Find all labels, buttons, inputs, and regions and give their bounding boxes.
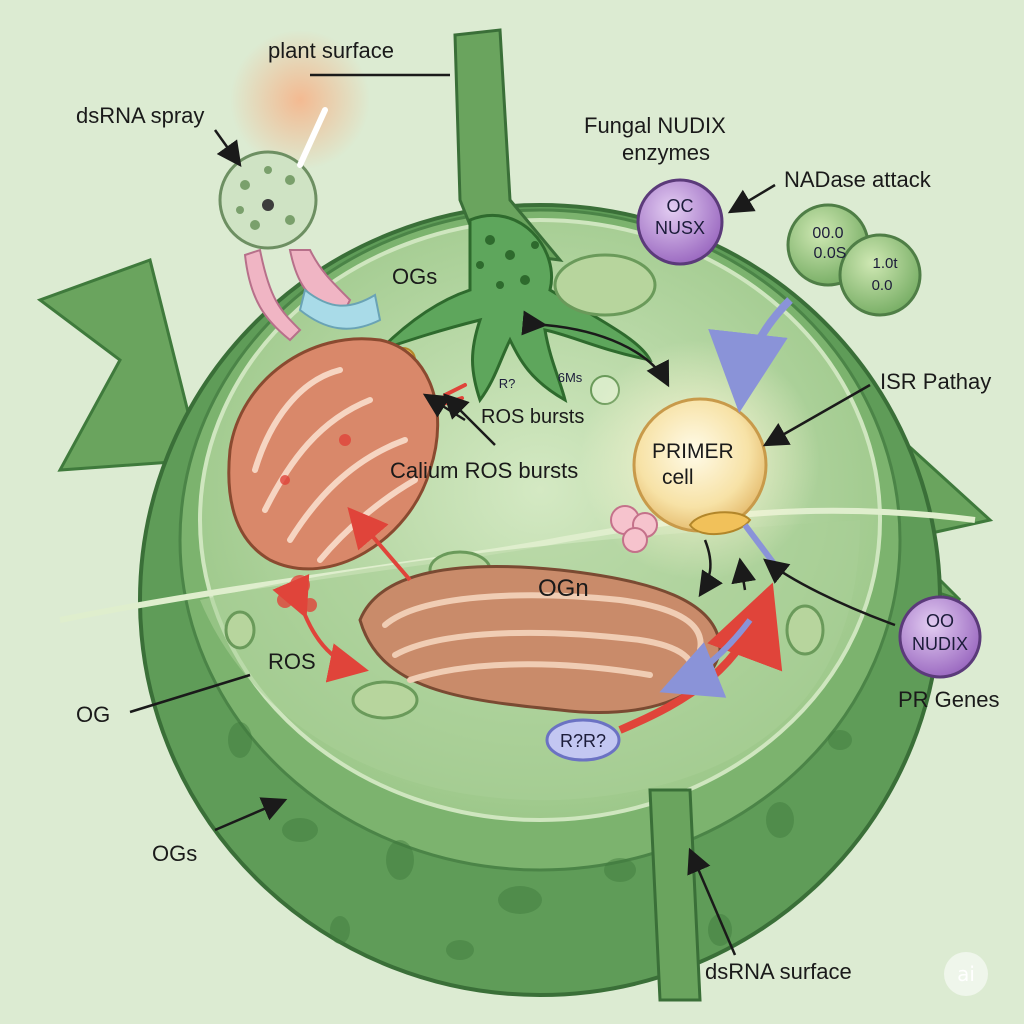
dsrna-spray-particle	[218, 107, 382, 342]
label-ogs-bottom: OGs	[152, 841, 198, 866]
watermark-badge: ai	[944, 952, 988, 996]
label-ogn: OGn	[538, 575, 589, 602]
pink-cluster	[610, 505, 658, 553]
nudix-line1: OO	[926, 611, 954, 631]
label-fungal-nudix-1: Fungal NUDIX	[584, 113, 726, 138]
primer-cell	[632, 397, 768, 533]
label-nadase-attack: NADase attack	[784, 167, 931, 192]
nusx-enzyme-shape	[636, 178, 724, 266]
section-membrane	[59, 507, 976, 623]
ogs-scribble-1: 6Ms	[558, 370, 583, 385]
vacuole-4	[785, 604, 825, 656]
vacuole-1	[553, 253, 657, 317]
ros-arrow-loop	[272, 574, 369, 683]
primer-base	[688, 511, 752, 536]
bottom-wall-ridge	[648, 788, 702, 1002]
pointer-arrows	[129, 73, 896, 956]
outer-texture	[228, 722, 852, 960]
top-wall-ridge	[453, 28, 564, 262]
label-dsrna-spray: dsRNA spray	[76, 103, 205, 128]
pathway-arrow-2	[659, 618, 753, 698]
label-isr-pathway: ISR Pathay	[880, 369, 992, 394]
receptor-primer-link	[521, 310, 670, 388]
label-ros-bursts: ROS bursts	[481, 406, 585, 428]
label-plant-surface: plant surface	[268, 38, 394, 63]
dsrna-surface-pointer	[687, 847, 737, 956]
label-ogs-top: OGs	[392, 264, 438, 289]
dsrna-spray-pointer	[213, 129, 242, 168]
nusx-line2: NUSX	[655, 218, 705, 238]
ros-bursts-pointer	[443, 393, 496, 446]
vacuole-5	[224, 610, 256, 650]
spore-line2: 0.0S	[814, 245, 847, 262]
spore-line4: 0.0	[872, 277, 893, 294]
nadase-pointer	[727, 183, 776, 214]
label-pr-genes: PR Genes	[898, 687, 1000, 712]
spore-line3: 1.0t	[872, 255, 898, 272]
pathway-arrow-1	[708, 297, 793, 413]
nudix-line2: NUDIX	[912, 634, 968, 654]
label-calium-ros-bursts: Calium ROS bursts	[390, 458, 579, 483]
label-primer-2: cell	[662, 466, 694, 489]
nusx-line1: OC	[667, 196, 694, 216]
label-og: OG	[76, 702, 111, 727]
og-pointer	[129, 673, 251, 714]
sun-glow	[230, 30, 370, 170]
primer-down-pointer	[698, 539, 723, 598]
nudix-pointer	[763, 558, 896, 627]
label-primer-1: PRIMER	[652, 440, 734, 463]
primer-up-pointer	[731, 557, 757, 591]
label-ros: ROS	[268, 649, 316, 674]
ogs-bottom-pointer	[214, 797, 288, 832]
spore-line1: 00.0	[812, 225, 843, 242]
ros-arrow-up	[347, 506, 412, 582]
rr-blob-shape	[545, 718, 621, 762]
nudix-enzyme-shape	[898, 595, 982, 679]
fungal-spores	[786, 203, 922, 317]
isr-pointer	[762, 383, 871, 447]
rr-blob-label: R?R?	[560, 731, 606, 751]
label-fungal-nudix-2: enzymes	[622, 140, 711, 165]
label-dsrna-surface: dsRNA surface	[705, 959, 852, 984]
vacuole-2	[351, 680, 419, 720]
ogs-scribble-2: R?	[499, 376, 516, 391]
pathway-arrow-3	[742, 523, 778, 567]
